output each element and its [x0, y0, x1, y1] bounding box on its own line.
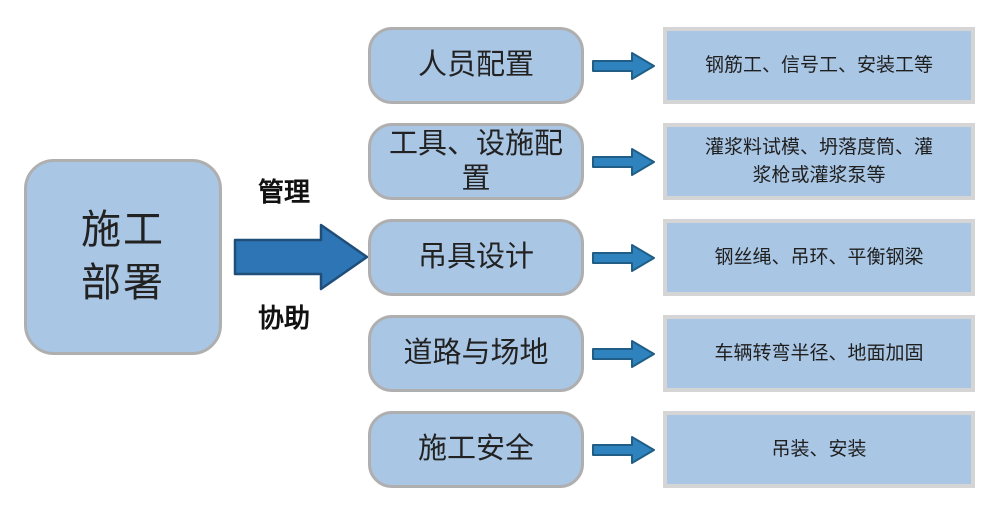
root-node: 施工 部署 [24, 159, 222, 355]
arrow-cell [584, 27, 663, 104]
flow-row-personnel: 人员配置 钢筋工、信号工、安装工等 [368, 27, 975, 104]
category-node: 吊具设计 [368, 219, 584, 296]
main-arrow-icon [233, 223, 369, 291]
category-node: 人员配置 [368, 27, 584, 104]
category-label: 人员配置 [417, 49, 534, 82]
flow-row-rigging-design: 吊具设计 钢丝绳、吊环、平衡钢梁 [368, 219, 975, 296]
row-arrow-shape [591, 243, 655, 272]
category-label: 吊具设计 [417, 241, 534, 274]
category-node: 工具、设施配 置 [368, 123, 584, 200]
main-arrow-shape [233, 223, 369, 291]
detail-node: 钢筋工、信号工、安装工等 [663, 27, 975, 104]
arrow-cell [584, 123, 663, 200]
arrow-cell [584, 219, 663, 296]
main-arrow-bottom-label: 协助 [257, 303, 310, 333]
row-arrow-shape [591, 147, 655, 176]
category-label: 工具、设施配 置 [388, 127, 563, 195]
detail-label: 灌浆料试模、坍落度筒、灌 浆枪或灌浆泵等 [704, 136, 933, 186]
detail-node: 灌浆料试模、坍落度筒、灌 浆枪或灌浆泵等 [663, 123, 975, 200]
row-arrow-icon [591, 339, 655, 368]
detail-node: 吊装、安装 [663, 411, 975, 488]
row-arrow-icon [591, 243, 655, 272]
row-arrow-icon [591, 435, 655, 464]
arrow-cell [584, 411, 663, 488]
flow-row-road-site: 道路与场地 车辆转弯半径、地面加固 [368, 315, 975, 392]
flow-row-construction-safety: 施工安全 吊装、安装 [368, 411, 975, 488]
flow-row-tools-facilities: 工具、设施配 置 灌浆料试模、坍落度筒、灌 浆枪或灌浆泵等 [368, 123, 975, 200]
detail-node: 钢丝绳、吊环、平衡钢梁 [663, 219, 975, 296]
main-arrow-top-label: 管理 [257, 177, 310, 207]
arrow-cell [584, 315, 663, 392]
row-arrow-icon [591, 147, 655, 176]
detail-label: 钢丝绳、吊环、平衡钢梁 [714, 246, 924, 268]
category-label: 施工安全 [417, 433, 534, 466]
category-label: 道路与场地 [403, 337, 549, 370]
flow-rows: 人员配置 钢筋工、信号工、安装工等 工具、设施配 置 灌浆料试模、坍落度筒 [368, 27, 975, 488]
category-node: 道路与场地 [368, 315, 584, 392]
root-node-label: 施工 部署 [81, 208, 165, 305]
row-arrow-shape [591, 339, 655, 368]
detail-label: 车辆转弯半径、地面加固 [714, 342, 924, 364]
category-node: 施工安全 [368, 411, 584, 488]
detail-label: 钢筋工、信号工、安装工等 [704, 54, 933, 76]
detail-label: 吊装、安装 [771, 438, 867, 460]
row-arrow-icon [591, 51, 655, 80]
row-arrow-shape [591, 51, 655, 80]
detail-node: 车辆转弯半径、地面加固 [663, 315, 975, 392]
row-arrow-shape [591, 435, 655, 464]
